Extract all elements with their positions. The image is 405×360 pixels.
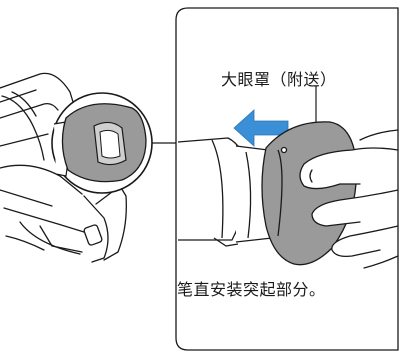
hand-illustration	[299, 129, 399, 269]
instruction-caption: 笔直安装突起部分。	[177, 280, 326, 299]
callout-label: 大眼罩（附送）	[221, 70, 337, 89]
eyecup-closeup	[53, 103, 147, 183]
camcorder-illustration	[0, 72, 127, 263]
barrel-closeup	[177, 137, 273, 247]
arrow-left-icon	[233, 109, 289, 147]
